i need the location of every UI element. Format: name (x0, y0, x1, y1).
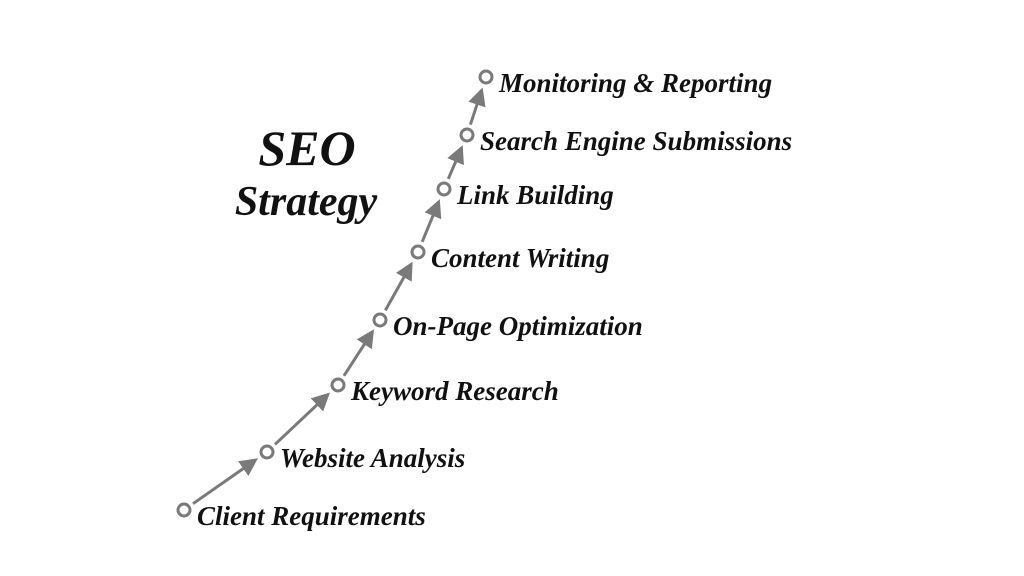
arrow-5 (420, 199, 442, 243)
step-label: Monitoring & Reporting (498, 68, 772, 98)
step-circle-icon (330, 377, 346, 393)
arrow-7 (468, 87, 486, 126)
step-circle-icon (459, 127, 475, 143)
arrow-3 (342, 329, 375, 377)
step-label: Website Analysis (280, 443, 465, 473)
step-item: On-Page Optimization (372, 311, 643, 341)
steps: Client Requirements Website Analysis Keywo… (176, 68, 792, 531)
step-label: Content Writing (431, 243, 609, 273)
step-circle-icon (176, 502, 192, 518)
arrow-6 (446, 145, 464, 180)
step-item: Monitoring & Reporting (478, 68, 772, 98)
step-circle-icon (259, 444, 275, 460)
step-item: Client Requirements (176, 501, 426, 531)
step-circle-icon (372, 312, 388, 328)
arrow-4 (384, 261, 413, 312)
step-label: Link Building (456, 180, 614, 210)
step-item: Link Building (436, 180, 614, 210)
step-item: Website Analysis (259, 443, 465, 473)
step-circle-icon (410, 244, 426, 260)
step-circle-icon (478, 69, 494, 85)
step-circle-icon (436, 181, 452, 197)
step-label: Search Engine Submissions (480, 126, 792, 156)
arrows (192, 87, 486, 505)
arrow-1 (192, 458, 258, 505)
step-label: Keyword Research (350, 376, 559, 406)
step-label: Client Requirements (197, 501, 426, 531)
arrow-2 (273, 392, 330, 446)
step-item: Content Writing (410, 243, 609, 273)
title-line-2: Strategy (235, 179, 378, 225)
step-item: Search Engine Submissions (459, 126, 792, 156)
step-label: On-Page Optimization (393, 311, 643, 341)
title-line-1: SEO (258, 120, 355, 176)
step-item: Keyword Research (330, 376, 559, 406)
